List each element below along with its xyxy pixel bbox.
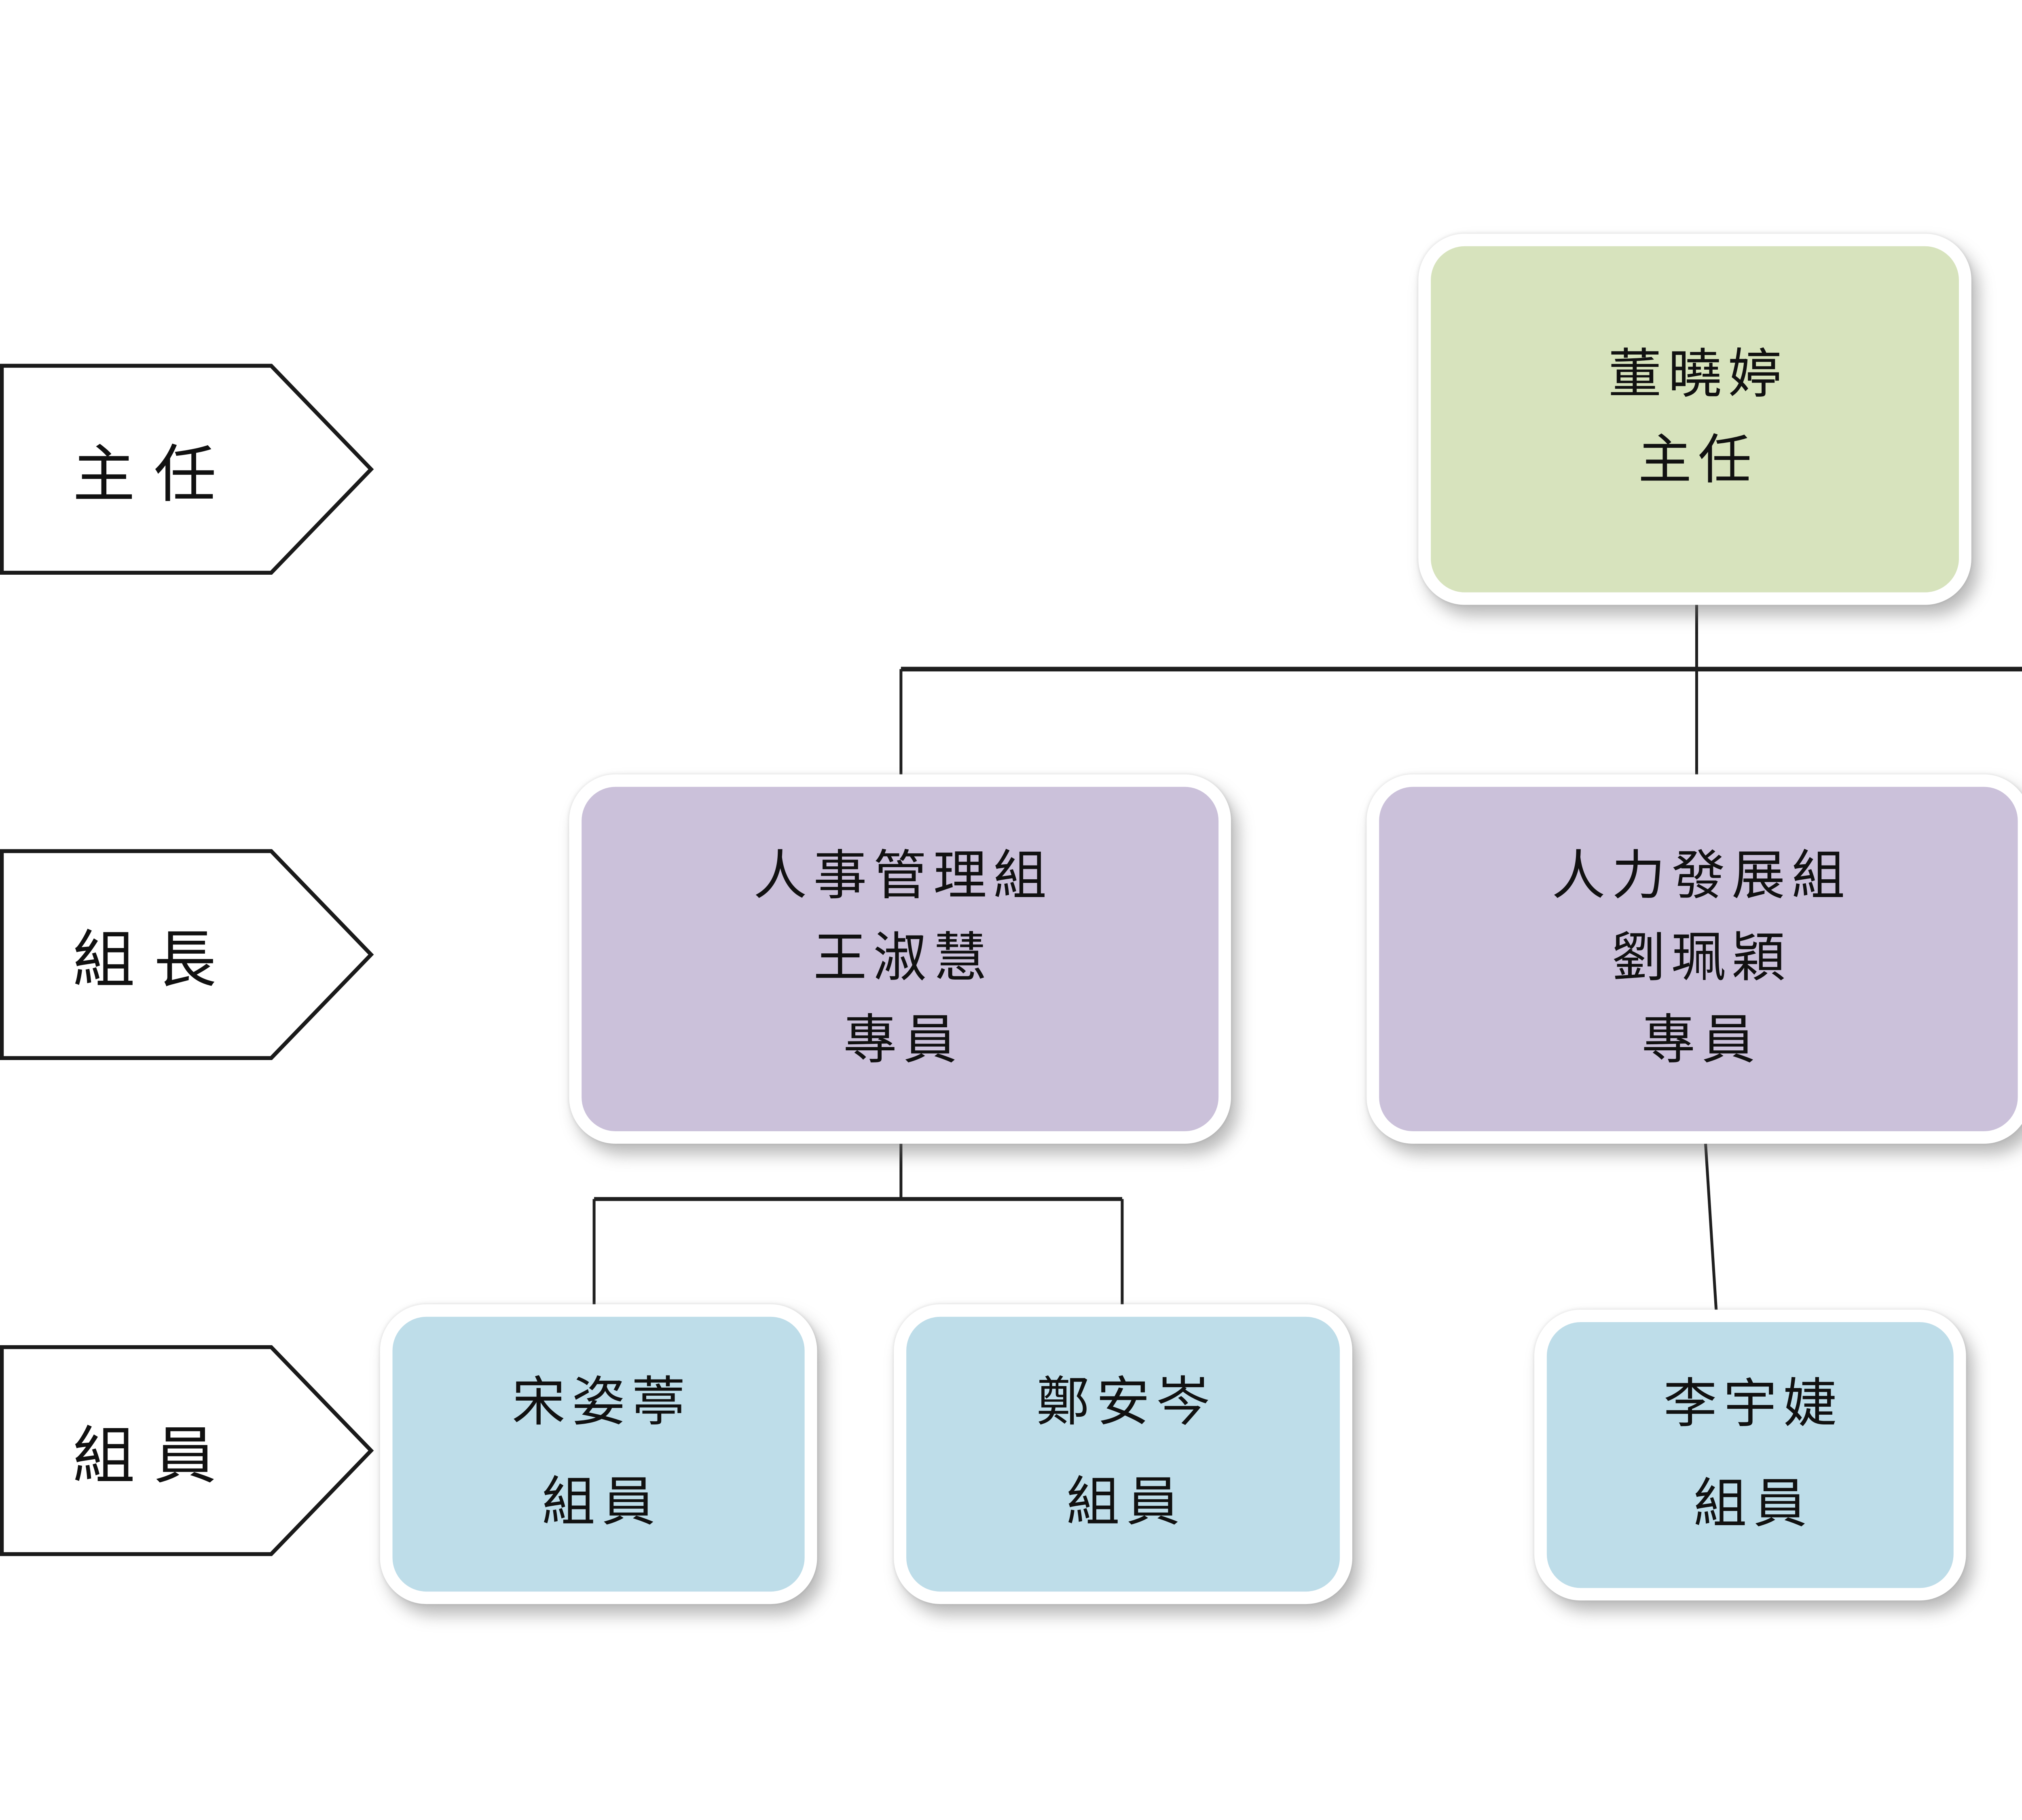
node-member-title: 組員	[1066, 1474, 1187, 1533]
node-group-name: 劉珮穎	[1612, 929, 1792, 988]
node-group-hr-development: 人力發展組 劉珮穎 專員	[1366, 774, 2022, 1144]
node-member-zheng-an-cen: 鄭安岑 組員	[894, 1304, 1353, 1604]
connector-group2-member3	[1704, 1143, 1718, 1312]
row-label-leader: 組長	[72, 925, 235, 995]
node-group-name: 王淑慧	[813, 929, 993, 988]
row-label-director: 主任	[72, 440, 235, 510]
node-group-title: 專員	[843, 1011, 963, 1070]
node-director-name: 董曉婷	[1608, 346, 1788, 405]
node-director: 董曉婷 主任	[1418, 233, 1971, 605]
node-member-li-yu-jie: 李宇婕 組員	[1534, 1310, 1966, 1601]
node-member-name: 李宇婕	[1663, 1375, 1844, 1434]
node-member-name: 鄭安岑	[1036, 1373, 1216, 1433]
node-group-title: 專員	[1641, 1011, 1762, 1070]
node-director-title: 主任	[1638, 432, 1758, 491]
row-label-member: 組員	[72, 1421, 235, 1491]
node-group-dept: 人事管理組	[753, 847, 1053, 906]
node-group-personnel-management: 人事管理組 王淑慧 專員	[569, 774, 1231, 1144]
node-member-song-zi-ting: 宋姿葶 組員	[380, 1304, 817, 1604]
node-member-title: 組員	[1693, 1475, 1813, 1534]
node-group-dept: 人力發展組	[1552, 847, 1852, 906]
node-member-title: 組員	[541, 1474, 662, 1533]
node-member-name: 宋姿葶	[512, 1373, 692, 1433]
